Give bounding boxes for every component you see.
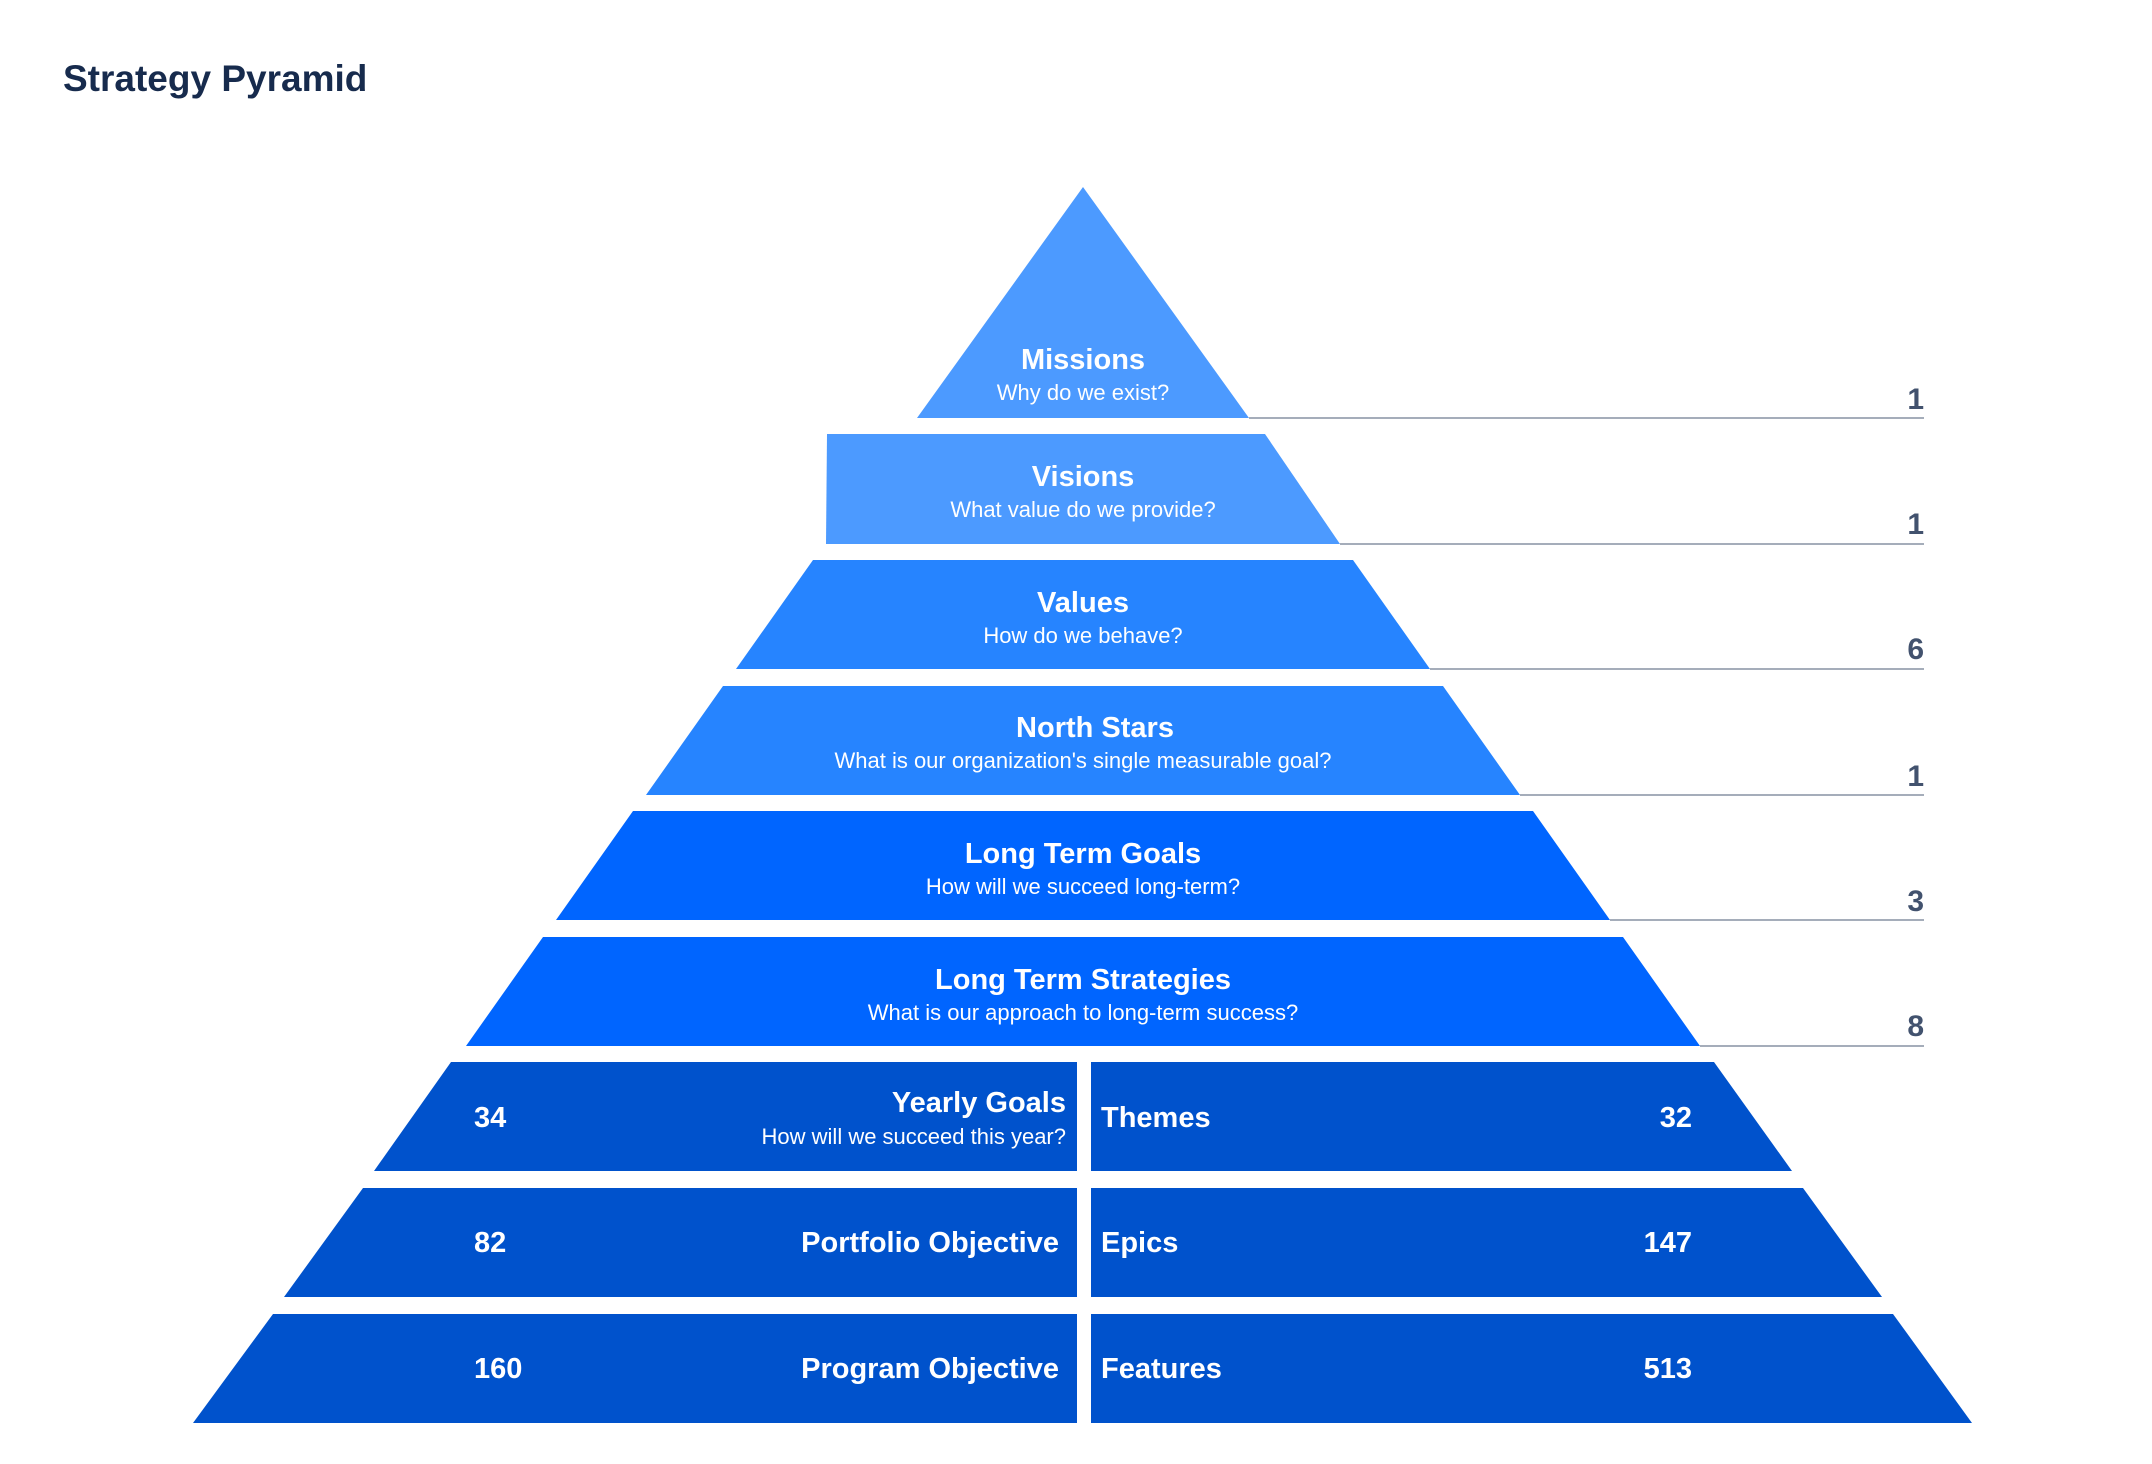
level-missions-shape — [917, 187, 1249, 418]
epics-shape[interactable] — [1091, 1188, 1882, 1297]
level-north-stars-shape — [646, 686, 1520, 795]
level-visions[interactable]: Visions What value do we provide? 1 — [826, 434, 1924, 545]
level-long-term-strategies-count: 8 — [1907, 1010, 1924, 1043]
level-visions-subtitle: What value do we provide? — [950, 497, 1215, 522]
level-long-term-goals-count: 3 — [1907, 885, 1924, 918]
themes-count: 32 — [1660, 1102, 1692, 1134]
level-visions-title: Visions — [1032, 461, 1135, 493]
level-values-subtitle: How do we behave? — [983, 623, 1182, 648]
epics-count: 147 — [1644, 1227, 1692, 1259]
level-long-term-strategies-shape — [466, 937, 1700, 1046]
features-count: 513 — [1644, 1353, 1692, 1385]
epics-title: Epics — [1101, 1227, 1178, 1259]
features-shape[interactable] — [1091, 1314, 1972, 1423]
split-level-program-features: 160 Program Objective Features 513 — [193, 1314, 1972, 1423]
yearly-goals-subtitle: How will we succeed this year? — [762, 1124, 1066, 1149]
level-long-term-strategies-subtitle: What is our approach to long-term succes… — [868, 1000, 1298, 1025]
level-long-term-goals-shape — [556, 811, 1610, 920]
level-north-stars-title: North Stars — [1016, 712, 1174, 744]
level-long-term-goals-subtitle: How will we succeed long-term? — [926, 874, 1240, 899]
features-title: Features — [1101, 1353, 1222, 1385]
level-long-term-goals-title: Long Term Goals — [965, 838, 1201, 870]
level-missions[interactable]: Missions Why do we exist? 1 — [917, 187, 1924, 419]
level-missions-count: 1 — [1907, 383, 1924, 416]
portfolio-objective-shape[interactable] — [284, 1188, 1077, 1297]
yearly-goals-count: 34 — [474, 1102, 506, 1134]
level-values[interactable]: Values How do we behave? 6 — [736, 560, 1924, 670]
level-missions-title: Missions — [1021, 344, 1145, 376]
program-objective-shape[interactable] — [193, 1314, 1077, 1423]
level-values-title: Values — [1037, 587, 1129, 619]
yearly-goals-title: Yearly Goals — [892, 1087, 1066, 1119]
program-objective-count: 160 — [474, 1353, 522, 1385]
level-north-stars-count: 1 — [1907, 760, 1924, 793]
level-values-shape — [736, 560, 1430, 669]
portfolio-objective-title: Portfolio Objective — [801, 1227, 1059, 1259]
portfolio-objective-count: 82 — [474, 1227, 506, 1259]
level-north-stars[interactable]: North Stars What is our organization's s… — [646, 686, 1924, 796]
themes-shape[interactable] — [1091, 1062, 1792, 1171]
split-level-yearly-goals-themes: 34 Yearly Goals How will we succeed this… — [374, 1062, 1792, 1171]
level-north-stars-subtitle: What is our organization's single measur… — [834, 748, 1331, 773]
yearly-goals-shape[interactable] — [374, 1062, 1077, 1171]
level-long-term-strategies[interactable]: Long Term Strategies What is our approac… — [466, 937, 1924, 1047]
split-level-portfolio-epics: 82 Portfolio Objective Epics 147 — [284, 1188, 1882, 1297]
level-visions-shape — [826, 434, 1340, 544]
level-visions-count: 1 — [1907, 508, 1924, 541]
level-long-term-strategies-title: Long Term Strategies — [935, 964, 1231, 996]
page-title: Strategy Pyramid — [63, 58, 368, 99]
level-long-term-goals[interactable]: Long Term Goals How will we succeed long… — [556, 811, 1924, 921]
program-objective-title: Program Objective — [801, 1353, 1059, 1385]
level-values-count: 6 — [1907, 633, 1924, 666]
themes-title: Themes — [1101, 1102, 1211, 1134]
level-missions-subtitle: Why do we exist? — [997, 380, 1169, 405]
